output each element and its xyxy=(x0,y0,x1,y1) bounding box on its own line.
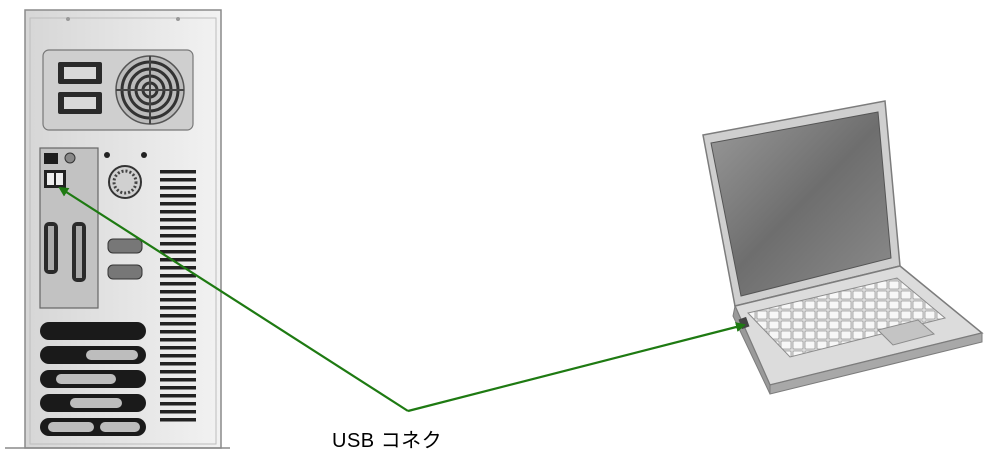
arrow-to-laptop-usb xyxy=(407,322,746,413)
arrow-to-desktop-usb xyxy=(58,186,409,412)
laptop-icon xyxy=(702,100,984,395)
usb-connector-label: USB コネク xyxy=(332,430,443,452)
io-panel xyxy=(39,147,99,309)
expansion-slots xyxy=(40,322,146,436)
power-supply xyxy=(42,49,194,131)
desktop-tower-back-icon xyxy=(5,9,230,449)
vent-slots xyxy=(160,170,196,422)
usb-cable-arrows xyxy=(58,186,746,413)
usb-port-icon xyxy=(44,170,66,188)
